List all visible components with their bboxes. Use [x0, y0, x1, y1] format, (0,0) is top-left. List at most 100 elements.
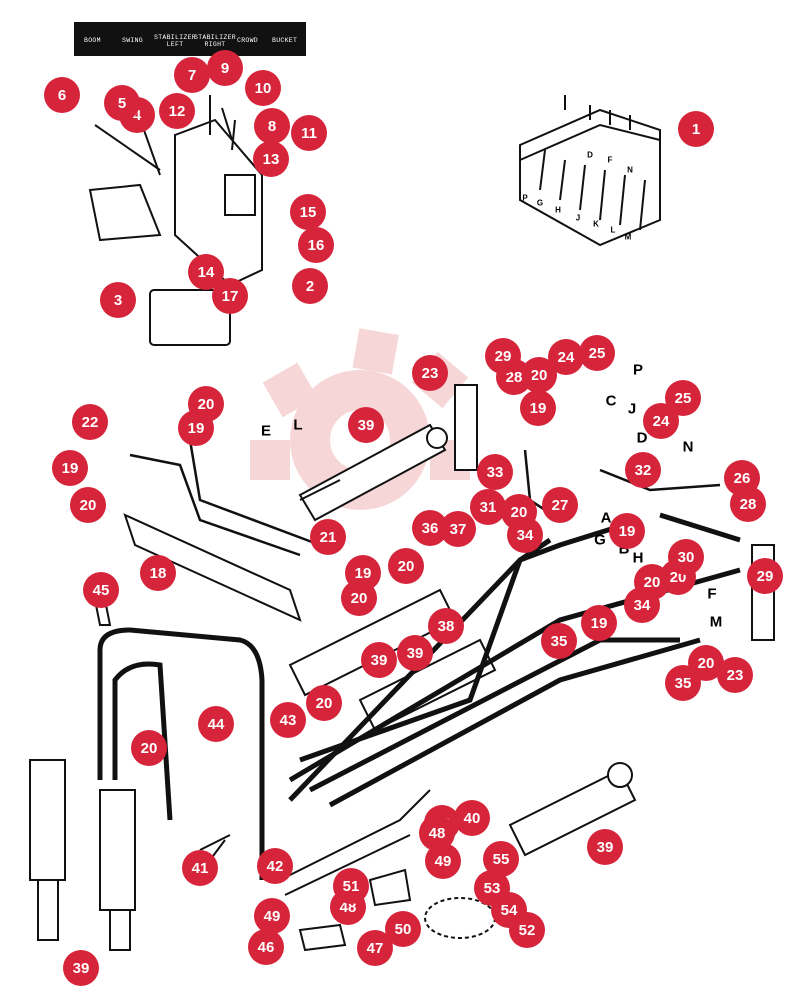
- callout: 22: [72, 404, 108, 440]
- port-letter-h: H: [632, 549, 644, 567]
- callout: 19: [609, 513, 645, 549]
- callout: 47: [357, 930, 393, 966]
- callout: 42: [257, 848, 293, 884]
- valve-letter: P: [522, 193, 528, 203]
- bracket-50: [368, 868, 412, 907]
- callout: 13: [253, 141, 289, 177]
- valve-letter: F: [607, 155, 613, 165]
- cylinder-right: [508, 762, 637, 857]
- callout: 20: [341, 580, 377, 616]
- port-letter-d: D: [636, 429, 648, 447]
- valve-letter: N: [627, 165, 633, 175]
- callout: 45: [83, 572, 119, 608]
- callout: 23: [717, 657, 753, 693]
- callout: 25: [579, 335, 615, 371]
- callout: 39: [397, 635, 433, 671]
- port-letter-b: B: [618, 540, 630, 558]
- callout: 1: [678, 111, 714, 147]
- hydraulic-hoses: [97, 512, 741, 880]
- callout: 49: [425, 843, 461, 879]
- callout: 3: [100, 282, 136, 318]
- callout: 55: [483, 841, 519, 877]
- callout: 31: [470, 489, 506, 525]
- callout: 20: [388, 548, 424, 584]
- callout: 35: [665, 665, 701, 701]
- control-valve-assembly: [519, 95, 661, 247]
- callout: 41: [182, 850, 218, 886]
- callout: 46: [248, 929, 284, 965]
- callout: 29: [747, 558, 783, 594]
- callout: 30: [668, 539, 704, 575]
- port-letter-e: E: [260, 422, 272, 440]
- label-bucket: BUCKET: [272, 37, 298, 44]
- port-letter-n: N: [682, 438, 694, 456]
- callout: 54: [491, 892, 527, 928]
- callout: 19: [52, 450, 88, 486]
- cylinder-left: [29, 759, 136, 951]
- label-stabilizer-left: STABILIZER LEFT: [154, 34, 197, 48]
- callout: 39: [348, 407, 384, 443]
- callout: 9: [207, 50, 243, 86]
- cylinder-18: [123, 513, 302, 622]
- callout: 25: [665, 380, 701, 416]
- port-letter-l: L: [293, 416, 303, 434]
- valve-letter: M: [624, 232, 632, 242]
- callout: 12: [159, 93, 195, 129]
- port-letter-c: C: [605, 392, 617, 410]
- callout: 39: [587, 829, 623, 865]
- callout: 8: [254, 108, 290, 144]
- cylinder-23-upper: [454, 384, 478, 471]
- callout: 24: [643, 403, 679, 439]
- callout: 28: [730, 486, 766, 522]
- callout: 35: [541, 623, 577, 659]
- pad-47: [298, 923, 347, 952]
- port-letter-a: A: [600, 509, 612, 527]
- callout: 21: [310, 519, 346, 555]
- valve-letter: G: [536, 198, 544, 208]
- valve-letter: D: [587, 150, 593, 160]
- callout: 29: [485, 338, 521, 374]
- callout: 5: [104, 85, 140, 121]
- valve-letter: J: [575, 213, 581, 223]
- mounting-bracket: [88, 95, 263, 287]
- callout: 44: [198, 706, 234, 742]
- callout: 43: [270, 702, 306, 738]
- port-letter-g: G: [594, 531, 606, 549]
- callout: 39: [361, 642, 397, 678]
- callout: 37: [440, 511, 476, 547]
- callout: 32: [625, 452, 661, 488]
- callout: 34: [624, 587, 660, 623]
- tube-assembly-42: [199, 789, 431, 896]
- callout: 38: [428, 608, 464, 644]
- callout: 10: [245, 70, 281, 106]
- callout: 40: [454, 800, 490, 836]
- callout: 2: [292, 268, 328, 304]
- callout: 23: [412, 355, 448, 391]
- callout: 34: [507, 517, 543, 553]
- port-letter-p: P: [632, 361, 644, 379]
- label-boom: BOOM: [84, 37, 101, 44]
- port-letter-j: J: [627, 400, 637, 418]
- callout: 50: [385, 911, 421, 947]
- valve-thumbnail: [149, 289, 231, 346]
- callout: 6: [44, 77, 80, 113]
- callout: 14: [188, 254, 224, 290]
- callout: 16: [298, 227, 334, 263]
- callout: 15: [290, 194, 326, 230]
- label-crowd: CROWD: [237, 37, 259, 44]
- callout: 19: [520, 390, 556, 426]
- label-stabilizer-right: STABILIZER RIGHT: [194, 34, 237, 48]
- label-swing: SWING: [122, 37, 144, 44]
- valve-letter: L: [610, 225, 616, 235]
- callout: 7: [174, 57, 210, 93]
- callout: 51: [333, 868, 369, 904]
- callout: 49: [254, 898, 290, 934]
- valve-letter: K: [593, 219, 599, 229]
- port-letter-f: F: [707, 585, 717, 603]
- callout: 20: [131, 730, 167, 766]
- callout: 20: [306, 685, 342, 721]
- callout: 27: [542, 487, 578, 523]
- callout: 17: [212, 278, 248, 314]
